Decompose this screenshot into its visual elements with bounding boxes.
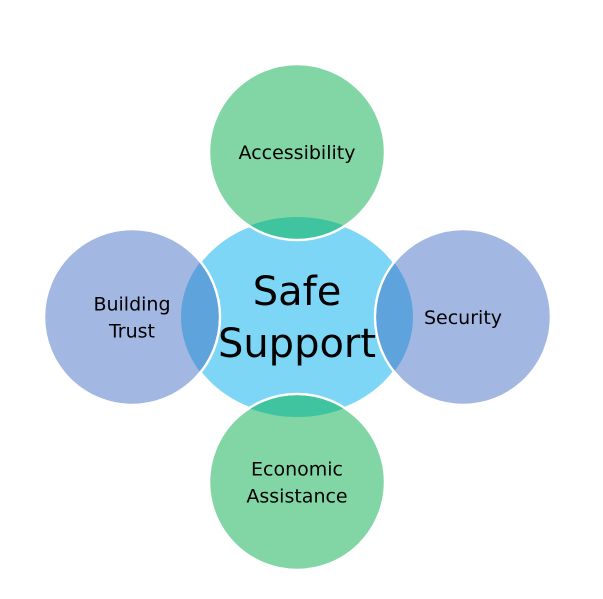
node-label-accessibility: Accessibility	[239, 142, 356, 164]
node-circle-economic-assistance	[207, 392, 387, 572]
node-label-security: Security	[424, 307, 502, 329]
center-label-line2: Support	[218, 321, 376, 367]
node-label-economic-assistance: Assistance	[246, 486, 347, 508]
center-label-line1: Safe	[253, 269, 342, 315]
node-circle-building-trust	[42, 227, 222, 407]
node-label-building-trust: Building	[93, 294, 170, 316]
node-label-economic-assistance: Economic	[251, 459, 343, 481]
node-label-building-trust: Trust	[108, 321, 155, 343]
node-circle-security	[373, 227, 553, 407]
node-circle-accessibility	[207, 62, 387, 242]
